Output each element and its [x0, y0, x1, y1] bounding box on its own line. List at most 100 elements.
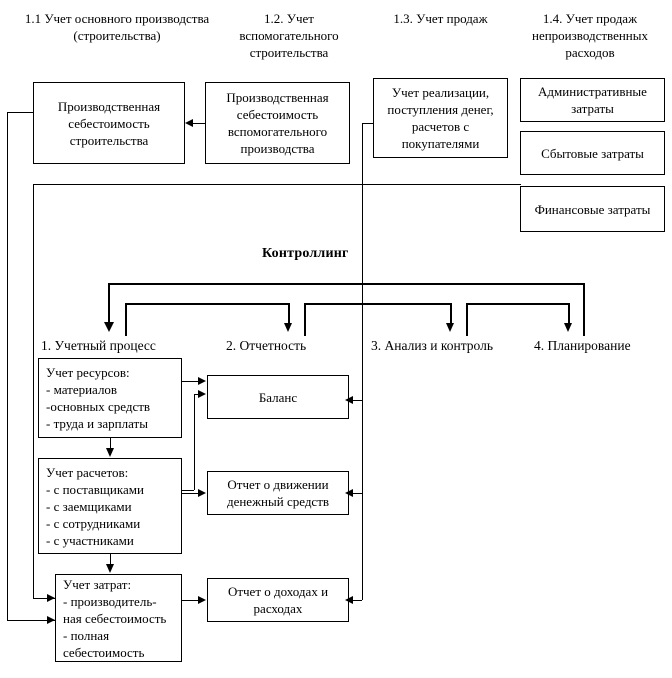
box-income-expense-statement-label: Отчет о доходах и расходах: [227, 584, 329, 616]
column-header-1-1-label: 1.1 Учет основного производства (строите…: [24, 11, 210, 43]
resource-line-3: - труда и зарплаты: [46, 416, 148, 431]
box-financial-costs[interactable]: Финансовые затраты: [520, 186, 665, 232]
settlements-line-3: - с сотрудниками: [46, 515, 141, 531]
feedback-line-left-vertical: [7, 112, 8, 621]
function-label-1-text: 1. Учетный процесс: [41, 338, 156, 353]
cost-line-4: себестоимость: [63, 644, 145, 660]
cost-line-1: - производитель-: [63, 593, 157, 609]
box-cash-flow-statement[interactable]: Отчет о движении денежный средств: [207, 471, 349, 515]
function-label-3: 3. Анализ и контроль: [371, 338, 493, 354]
function-label-2: 2. Отчетность: [226, 338, 306, 354]
arrowhead-settlements-to-cashflow: [198, 489, 206, 497]
controlling-frame-left: [33, 184, 34, 598]
report-spine-to-income: [352, 600, 362, 601]
connector-resources-to-settlements: [110, 438, 111, 450]
box-financial-costs-label: Финансовые затраты: [534, 201, 651, 217]
settlements-line-1: - с поставщиками: [46, 481, 144, 497]
arrowhead-frame-into-costs: [47, 594, 55, 602]
box-settlements-accounting-lines: Учет расчетов: - с поставщиками - с заем…: [46, 464, 177, 549]
arrowhead-resources-to-settlements: [106, 448, 114, 457]
bracket-inner-b-horizontal: [304, 303, 450, 305]
arrowhead-auxiliary-to-construction: [185, 119, 193, 127]
settlements-line-4: - с участниками: [46, 532, 134, 548]
arrowhead-spine-to-income: [345, 596, 353, 604]
box-balance-sheet[interactable]: Баланс: [207, 375, 349, 419]
column-header-1-2: 1.2. Учет вспомогательного строительства: [213, 10, 365, 61]
box-cost-accounting[interactable]: Учет затрат: - производитель- ная себест…: [55, 574, 182, 662]
connector-settlements-to-balance-entry: [194, 394, 199, 395]
settlements-line-2: - с заемщиками: [46, 498, 132, 514]
bracket-inner-a-horizontal: [125, 303, 288, 305]
box-cost-accounting-lines: Учет затрат: - производитель- ная себест…: [63, 576, 177, 661]
arrowhead-costs-to-income: [198, 596, 206, 604]
bracket-outer-right-stem: [583, 283, 585, 336]
bracket-inner-c-horizontal: [466, 303, 568, 305]
controlling-title: Контроллинг: [262, 246, 349, 262]
connector-settlements-to-balance-stub: [182, 490, 194, 491]
function-label-3-text: 3. Анализ и контроль: [371, 338, 493, 353]
function-label-2-text: 2. Отчетность: [226, 338, 307, 353]
bracket-inner-a-left-stem: [125, 303, 127, 336]
box-resource-accounting[interactable]: Учет ресурсов: - материалов -основных ср…: [38, 358, 182, 438]
column-header-1-3: 1.3. Учет продаж: [368, 10, 513, 27]
arrowhead-resources-to-balance: [198, 377, 206, 385]
box-production-cost-auxiliary-label: Производственная себестоимость вспомогат…: [226, 90, 329, 156]
box-administrative-costs[interactable]: Административные затраты: [520, 78, 665, 122]
bracket-inner-c-left-stem: [466, 303, 468, 336]
arrowhead-settlements-to-balance: [198, 390, 206, 398]
box-resource-accounting-lines: Учет ресурсов: - материалов -основных ср…: [46, 364, 177, 432]
sales-drop-line: [362, 123, 363, 336]
connector-settlements-to-balance-riser: [194, 394, 195, 490]
connector-auxiliary-to-construction: [193, 123, 205, 124]
resource-line-2: -основных средств: [46, 399, 151, 414]
settlements-line-0: Учет расчетов:: [46, 464, 129, 480]
box-balance-sheet-label: Баланс: [258, 389, 298, 405]
report-spine-to-balance: [352, 400, 362, 401]
report-spine-to-cashflow: [352, 493, 362, 494]
cost-line-2: ная себестоимость: [63, 610, 167, 626]
feedback-line-top-from-construction: [7, 112, 34, 113]
cost-line-0: Учет затрат:: [63, 576, 132, 592]
arrowhead-to-function-3: [446, 323, 454, 332]
bracket-inner-b-right-stem: [450, 303, 452, 327]
box-settlements-accounting[interactable]: Учет расчетов: - с поставщиками - с заем…: [38, 458, 182, 554]
controlling-frame-top: [33, 184, 521, 185]
arrowhead-feedback-into-costs: [47, 616, 55, 624]
box-production-cost-construction[interactable]: Производственная себестоимость строитель…: [33, 82, 185, 164]
column-header-1-2-label: 1.2. Учет вспомогательного строительства: [239, 11, 339, 60]
cost-line-3: - полная: [63, 627, 110, 643]
box-administrative-costs-label: Административные затраты: [538, 84, 647, 116]
box-sales-accounting[interactable]: Учет реализации, поступления денег, расч…: [373, 78, 508, 158]
box-production-cost-auxiliary[interactable]: Производственная себестоимость вспомогат…: [205, 82, 350, 164]
arrowhead-settlements-to-costs: [106, 564, 114, 573]
box-income-expense-statement[interactable]: Отчет о доходах и расходах: [207, 578, 349, 622]
box-selling-costs-label: Сбытовые затраты: [541, 145, 644, 161]
box-production-cost-construction-label: Производственная себестоимость строитель…: [57, 98, 161, 148]
column-header-1-4-label: 1.4. Учет продаж непроизводственных расх…: [532, 11, 648, 60]
box-cash-flow-statement-label: Отчет о движении денежный средств: [226, 477, 330, 509]
bracket-inner-a-right-stem: [288, 303, 290, 327]
sales-drop-stub: [362, 123, 374, 124]
controlling-title-label: Контроллинг: [262, 246, 349, 261]
arrowhead-spine-to-cashflow: [345, 489, 353, 497]
column-header-1-1: 1.1 Учет основного производства (строите…: [22, 10, 212, 44]
controlling-frame-bottom-into-costs: [33, 598, 55, 599]
bracket-inner-b-left-stem: [304, 303, 306, 336]
arrowhead-spine-to-balance: [345, 396, 353, 404]
bracket-inner-c-right-stem: [568, 303, 570, 327]
arrowhead-to-function-4: [564, 323, 572, 332]
connector-resources-to-balance: [182, 381, 199, 382]
column-header-1-3-label: 1.3. Учет продаж: [393, 11, 488, 26]
column-header-1-4: 1.4. Учет продаж непроизводственных расх…: [510, 10, 670, 61]
arrowhead-to-function-2: [284, 323, 292, 332]
box-sales-accounting-label: Учет реализации, поступления денег, расч…: [387, 85, 494, 151]
connector-settlements-to-costs: [110, 554, 111, 566]
arrowhead-to-function-1: [104, 322, 114, 332]
resource-line-0: Учет ресурсов:: [46, 365, 130, 380]
report-spine-vertical: [362, 336, 363, 600]
connector-settlements-to-cashflow: [182, 493, 199, 494]
connector-costs-to-income: [182, 600, 199, 601]
function-label-4: 4. Планирование: [534, 338, 631, 354]
box-selling-costs[interactable]: Сбытовые затраты: [520, 131, 665, 175]
function-label-1: 1. Учетный процесс: [41, 338, 156, 354]
